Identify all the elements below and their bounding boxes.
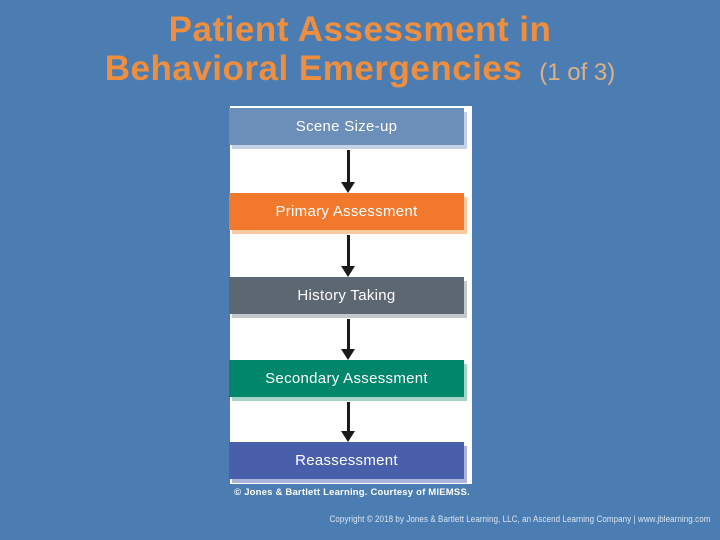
step-label: History Taking: [297, 287, 396, 304]
down-arrow-icon: [341, 402, 355, 442]
copyright-footer: Copyright © 2018 by Jones & Bartlett Lea…: [329, 514, 710, 525]
arrow-shaft: [346, 402, 350, 434]
down-arrow-icon: [341, 319, 355, 360]
step-label: Reassessment: [295, 452, 398, 469]
title-line-2: Behavioral Emergencies: [104, 49, 523, 88]
step-label: Secondary Assessment: [265, 370, 428, 387]
flowchart-step-primary-assessment: Primary Assessment: [229, 193, 464, 230]
arrow-shaft: [346, 235, 350, 269]
down-arrow-icon: [341, 235, 355, 277]
arrow-head: [341, 266, 355, 277]
image-credit-caption: © Jones & Bartlett Learning. Courtesy of…: [234, 487, 470, 498]
page-title: Patient Assessment in Behavioral Emergen…: [0, 10, 720, 92]
flowchart-step-history-taking: History Taking: [229, 277, 464, 314]
arrow-head: [341, 182, 355, 193]
arrow-head: [341, 431, 355, 442]
flowchart-step-reassessment: Reassessment: [229, 442, 464, 479]
arrow-shaft: [346, 150, 350, 185]
flowchart-panel: Scene Size-up Primary Assessment History…: [229, 106, 472, 484]
title-line-1: Patient Assessment in: [168, 10, 552, 49]
step-label: Scene Size-up: [295, 118, 398, 135]
flowchart-step-secondary-assessment: Secondary Assessment: [229, 360, 464, 397]
flowchart-step-scene-size-up: Scene Size-up: [229, 108, 464, 145]
title-part-indicator: (1 of 3): [539, 59, 616, 86]
arrow-head: [341, 349, 355, 360]
arrow-shaft: [346, 319, 350, 352]
step-label: Primary Assessment: [275, 203, 418, 220]
down-arrow-icon: [341, 150, 355, 193]
